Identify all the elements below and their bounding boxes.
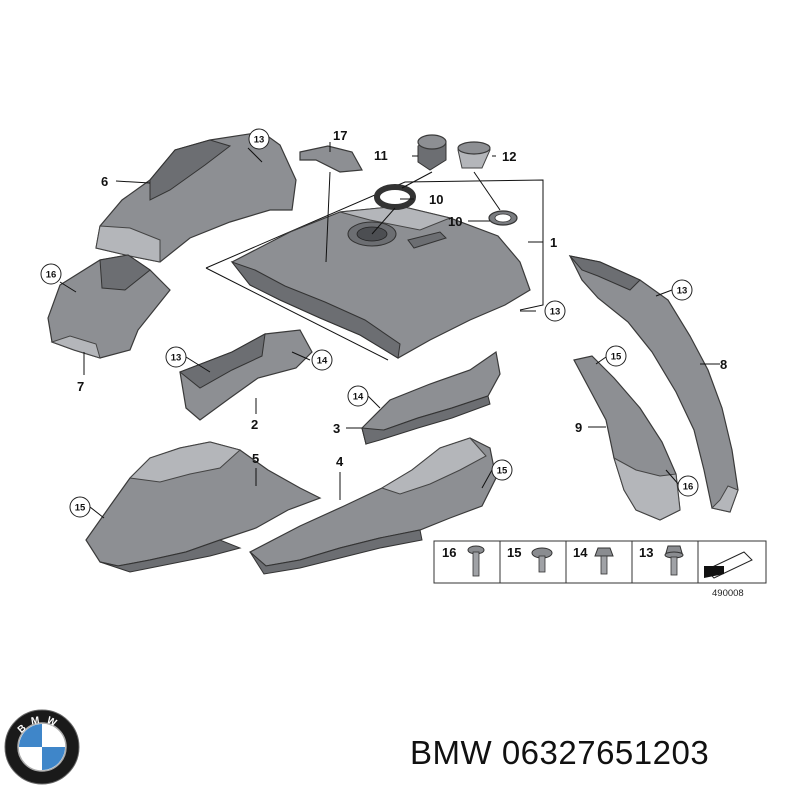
callout-13-top: 13 [248,128,270,150]
svg-text:15: 15 [611,352,622,363]
direction-arrow-icon [704,551,753,579]
svg-text:13: 13 [171,353,182,364]
callout-8: 8 [720,357,727,372]
callout-10-lower: 10 [448,214,462,229]
svg-text:16: 16 [46,270,57,281]
part-5-heat-shield [85,441,322,573]
callout-17: 17 [333,128,347,143]
callout-15-lower-right: 15 [491,459,513,481]
part-11-grommet [417,134,447,171]
svg-text:13: 13 [550,307,561,318]
legend-label-13: 13 [639,545,653,560]
svg-text:15: 15 [75,503,86,514]
callout-4: 4 [336,454,344,469]
screw-15-icon [531,547,553,573]
legend-label-16: 16 [442,545,456,560]
part-17-bracket [299,142,363,263]
svg-text:14: 14 [317,356,328,367]
callout-14-strip: 14 [347,385,369,407]
fastener-legend: 16 15 14 13 [433,540,767,584]
part-2-heat-shield [179,329,313,421]
part-10-seal-ring-large [374,184,416,210]
svg-text:14: 14 [353,392,364,403]
callout-6: 6 [101,174,108,189]
svg-text:13: 13 [254,135,265,146]
callout-5: 5 [252,451,259,466]
brand-part-number: BMW 06327651203 [410,734,710,771]
bmw-logo: BMW [4,709,80,785]
bolt-14-icon [594,547,614,575]
callout-15-lower-left: 15 [69,496,91,518]
part-3-heat-shield [346,350,501,446]
callout-3: 3 [333,421,340,436]
svg-text:15: 15 [497,466,508,477]
part-7-bracket [47,254,171,359]
callout-16-left: 16 [40,263,62,285]
callout-13-cover: 13 [544,300,566,322]
callout-16-right: 16 [677,475,699,497]
part-12-grommet [457,141,491,169]
callout-12: 12 [502,149,516,164]
part-6-heat-shield [95,131,297,263]
callout-9: 9 [575,420,582,435]
callout-13-middle: 13 [165,346,187,368]
svg-text:16: 16 [683,482,694,493]
part-8-heat-shield [568,255,739,513]
svg-text:13: 13 [677,286,688,297]
callout-13-right: 13 [671,279,693,301]
screw-16-icon [467,545,485,577]
callout-7: 7 [77,379,84,394]
bolt-13-icon [664,545,684,576]
part-10-seal-ring-small [488,210,518,226]
legend-label-15: 15 [507,545,521,560]
diagram-code: 490008 [712,588,744,599]
callout-1: 1 [550,235,557,250]
callout-10-upper: 10 [429,192,443,207]
callout-11: 11 [374,148,388,163]
part-9-bracket [573,355,681,521]
callout-15-right: 15 [605,345,627,367]
callout-2: 2 [251,417,258,432]
callout-14-middle: 14 [311,349,333,371]
legend-label-14: 14 [573,545,588,560]
